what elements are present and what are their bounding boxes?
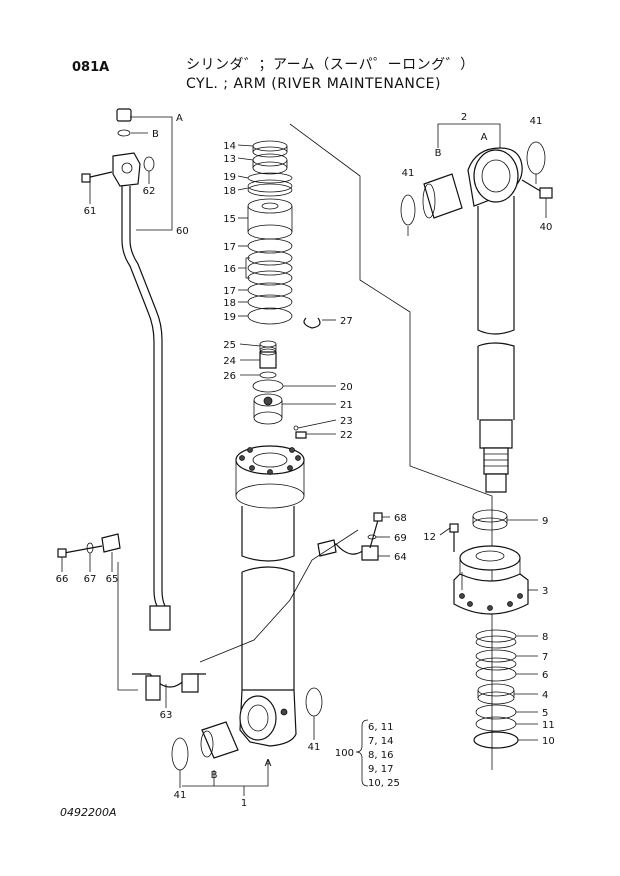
- callout-17b: 17: [223, 286, 236, 297]
- callout-27: 27: [340, 316, 353, 327]
- callout-21: 21: [340, 400, 353, 411]
- callout-8: 8: [542, 632, 548, 643]
- callout-16: 16: [223, 264, 236, 275]
- label-b-pipe: B: [152, 129, 159, 140]
- callout-19: 19: [223, 172, 236, 183]
- callout-64: 64: [394, 552, 407, 563]
- callout-13: 13: [223, 154, 236, 165]
- label-a-lower: A: [265, 758, 272, 769]
- callout-62: 62: [143, 186, 156, 197]
- callout-41-right: 41: [530, 116, 543, 127]
- callout-4: 4: [542, 690, 548, 701]
- callout-25: 25: [223, 340, 236, 351]
- callout-5: 5: [542, 708, 548, 719]
- rod-assembly: [355, 123, 553, 787]
- drawing-number: 0492200A: [60, 806, 117, 819]
- pipe-assembly: [57, 108, 206, 701]
- callout-7: 7: [542, 652, 548, 663]
- kit-100-list: 100 6, 11 7, 14 8, 16 9, 17 10, 25: [335, 722, 400, 789]
- kit-row-4: 9, 17: [368, 764, 393, 775]
- callout-17: 17: [223, 242, 236, 253]
- callout-2: 2: [461, 112, 467, 123]
- callout-15: 15: [223, 214, 236, 225]
- title-japanese: シリンダ゛；アーム（スーパ゜ーロング゛）: [186, 57, 475, 73]
- callout-numbers: 14 13 19 18 15 17 16 17 18 19 27 25 24 2…: [56, 112, 555, 809]
- callout-1: 1: [241, 798, 247, 809]
- kit-row-5: 10, 25: [368, 778, 400, 789]
- callout-19b: 19: [223, 312, 236, 323]
- callout-6: 6: [542, 670, 548, 681]
- callout-41-lower-left: 41: [174, 790, 187, 801]
- callout-11: 11: [542, 720, 555, 731]
- callout-18: 18: [223, 186, 236, 197]
- callout-3: 3: [542, 586, 548, 597]
- kit-row-3: 8, 16: [368, 750, 393, 761]
- callout-66: 66: [56, 574, 69, 585]
- callout-61: 61: [84, 206, 97, 217]
- callout-63: 63: [160, 710, 173, 721]
- page-code: 081A: [72, 60, 110, 75]
- label-a-pipe: A: [176, 113, 183, 124]
- kit-row-2: 7, 14: [368, 736, 393, 747]
- callout-14: 14: [223, 141, 236, 152]
- title-english: CYL. ; ARM (RIVER MAINTENANCE): [186, 76, 441, 92]
- kit-row-1: 6, 11: [368, 722, 393, 733]
- callout-18b: 18: [223, 298, 236, 309]
- callout-12: 12: [423, 532, 436, 543]
- callout-10: 10: [542, 736, 555, 747]
- callout-65: 65: [106, 574, 119, 585]
- callout-60: 60: [176, 226, 189, 237]
- callout-22: 22: [340, 430, 353, 441]
- callout-69: 69: [394, 533, 407, 544]
- callout-26: 26: [223, 371, 236, 382]
- callout-41-left: 41: [402, 168, 415, 179]
- callout-68: 68: [394, 513, 407, 524]
- label-b-upper: B: [435, 148, 442, 159]
- callout-67: 67: [84, 574, 97, 585]
- callout-23: 23: [340, 416, 353, 427]
- callout-41-lower-right: 41: [308, 742, 321, 753]
- callout-20: 20: [340, 382, 353, 393]
- cylinder-stack: [171, 123, 493, 787]
- callout-40: 40: [540, 222, 553, 233]
- label-b-lower: B: [211, 770, 218, 781]
- callout-9: 9: [542, 516, 548, 527]
- label-a-upper: A: [481, 132, 488, 143]
- kit-100-label: 100: [335, 748, 354, 759]
- callout-leaders: [61, 144, 547, 796]
- callout-24: 24: [223, 356, 236, 367]
